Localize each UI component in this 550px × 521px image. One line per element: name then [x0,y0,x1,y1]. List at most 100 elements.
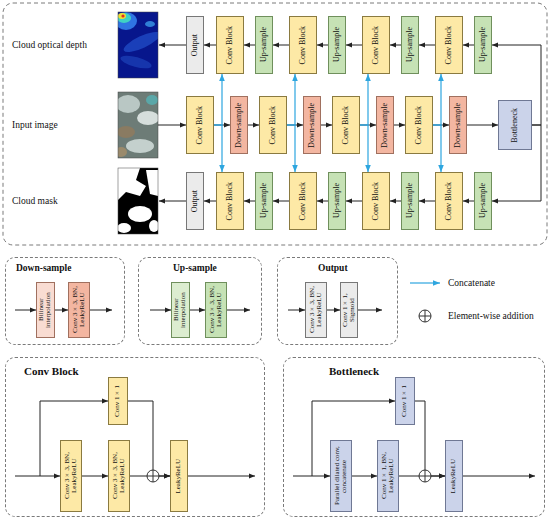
flow-arrow [390,201,401,202]
panel-heading: Up-sample [173,263,217,273]
upsample-block: Conv 3×3, BN, LeakyReLU [205,282,227,338]
output-block: Conv 3×3, BN, LeakyReLU [305,282,327,338]
conv-block: Conv 3×3, BN, LeakyReLU [60,440,82,512]
flow-arrow [390,45,401,46]
image-patch [121,14,124,17]
detail-panel: BottleneckConv 1×1Parallel dilated conv,… [283,357,545,517]
block-label: Conv 3×3, BN, LeakyReLU [72,284,87,336]
concatenate-arrow [287,125,295,172]
row-label: Cloud mask [12,196,112,206]
bottleneck-block: LeakyReLU [445,440,463,512]
interpolation-box: Bilinear interpolation [171,282,190,338]
flow-arrow [158,125,186,126]
addition-circle [419,310,431,322]
input-image [118,92,158,158]
upsample-block: Up-sample [401,172,419,230]
block-label: Bilinear interpolation [38,284,53,336]
flow-arrow [15,476,60,477]
flow-arrow [346,201,362,202]
block-label: Output [191,34,199,56]
concatenate-arrow [433,125,441,172]
image-patch [118,95,140,113]
block-label: Up-sample [333,183,341,218]
legend-sample [410,282,440,283]
flow-arrow [159,45,186,46]
panel-heading: Output [318,263,348,273]
block-label: Up-sample [260,183,268,218]
block-label: Up-sample [406,183,414,218]
legend-entry: Concatenate [448,278,543,288]
conv-block: Conv Block [216,16,244,74]
image-patch [118,13,126,19]
flow-arrow [321,125,332,126]
conv-block: Conv Block [405,96,433,154]
addition-cross [419,310,431,322]
flow-arrow [288,310,305,311]
flow-arrow [188,476,255,477]
block-label: Bottleneck [511,108,519,143]
block-label: Up-sample [479,183,487,218]
image-patch [118,147,127,157]
concatenate-arrow [433,74,441,125]
image-patch [118,223,131,233]
concatenate-arrow [360,74,368,125]
panel-heading: Down-sample [16,263,71,273]
flow-arrow [415,401,445,476]
conv-block: Conv Block [435,16,463,74]
flow-arrow [419,45,435,46]
flow-arrow [492,45,541,125]
conv-block: Conv Block [259,96,287,154]
flow-arrow [244,45,255,46]
concatenate-arrow [287,74,295,125]
block-label: Conv 3×3, BN, LeakyReLU [112,442,127,510]
row-label: Cloud optical depth [12,40,112,50]
image-patch [146,95,158,105]
flow-arrow [55,310,68,311]
block-label: Down-sample [235,103,243,148]
block-label: Conv Block [196,106,204,144]
conv-block: Conv Block [362,16,390,74]
block-label: Conv 1×1, BN, LeakyReLU [381,442,396,510]
image-background [118,168,158,234]
block-label: Conv Block [226,182,234,220]
image-patch [118,13,131,23]
conv-block: Conv Block [332,96,360,154]
detail-panel: Up-sampleBilinear interpolation Conv 3×3,… [138,257,262,345]
block-label: Conv 3×3, BN, LeakyReLU [309,284,324,336]
block-label: Conv Block [226,26,234,64]
downsample-block: Down-sample [376,96,394,154]
panel-heading: Conv Block [24,365,79,377]
flow-arrow [419,201,435,202]
upsample-block: Up-sample [474,16,492,74]
image-patch [119,53,152,71]
block-label: Conv 1×1 [401,385,408,417]
image-patch [118,12,137,30]
flow-arrow [273,45,289,46]
image-border [118,12,158,78]
block-label: LeakyReLU [450,459,457,494]
block-label: Conv Block [415,106,423,144]
flow-arrow [190,310,205,311]
flow-arrow [463,476,535,477]
flow-arrow [273,201,289,202]
upsample-block: Up-sample [474,172,492,230]
conv-block: LeakyReLU [170,440,188,512]
block-label: Conv Block [372,26,380,64]
concatenate-arrow [360,125,368,172]
block-label: Down-sample [381,103,389,148]
block-label: Conv Block [269,106,277,144]
flow-arrow [204,201,216,202]
bottleneck-block: Conv 1×1, BN, LeakyReLU [377,440,399,512]
legend-entry: Element-wise addition [448,311,543,321]
block-label: Conv 1×1 [114,385,121,417]
image-border [118,92,158,158]
conv-block: Conv Block [435,172,463,230]
upsample-block: Up-sample [328,172,346,230]
concatenate-arrow [214,125,222,172]
addition-cross [147,470,159,482]
flow-arrow [130,476,170,477]
flow-arrow [467,125,498,126]
conv-block: Conv Block [186,96,214,154]
